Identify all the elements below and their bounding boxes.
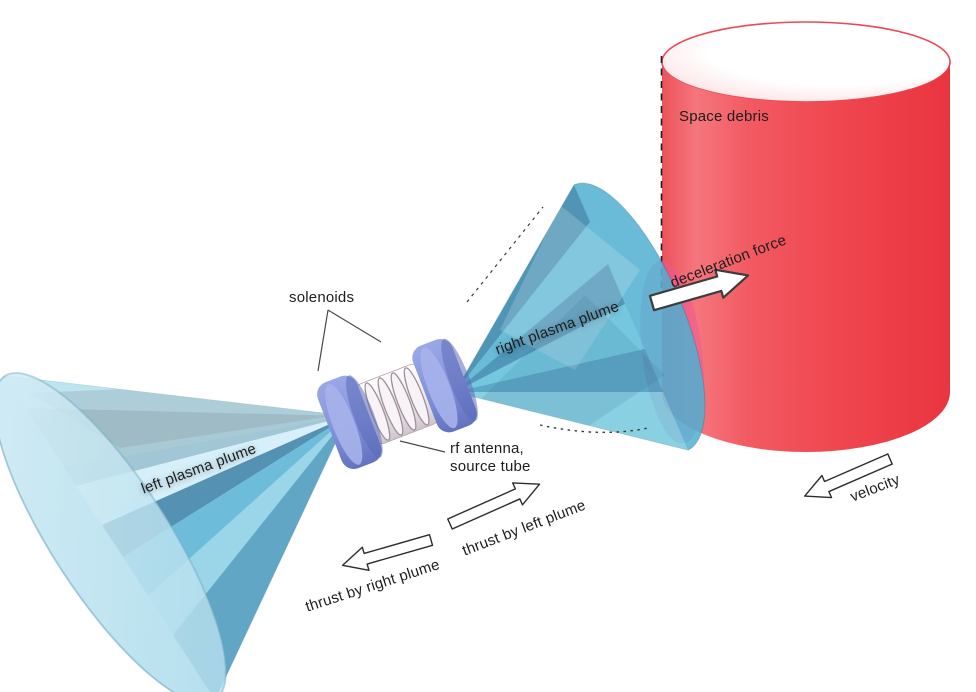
space-debris-label: Space debris bbox=[679, 108, 769, 125]
rf-antenna-label-line1: rf antenna, bbox=[450, 440, 524, 457]
solenoid-right bbox=[412, 338, 478, 433]
rf-antenna-pointer-line bbox=[399, 440, 446, 453]
velocity-arrow bbox=[804, 453, 893, 499]
cylinder-top-face bbox=[661, 21, 951, 103]
thruster-device bbox=[317, 338, 478, 469]
rf-antenna-label-line2: source tube bbox=[450, 458, 531, 475]
plume-hidden-rim-dotted bbox=[539, 424, 649, 434]
left-plume-mouth bbox=[0, 372, 227, 692]
solenoids-pointer-lines bbox=[317, 309, 382, 372]
plume-upper-edge-dashed bbox=[466, 206, 544, 303]
cylinder-body bbox=[662, 62, 950, 452]
deceleration-force-arrow bbox=[648, 268, 750, 312]
left-plasma-plume-cone bbox=[0, 372, 349, 692]
thrust-by-left-plume-arrow bbox=[447, 482, 541, 530]
solenoid-left bbox=[317, 375, 383, 469]
solenoids-label: solenoids bbox=[289, 289, 355, 306]
space-debris-cylinder bbox=[661, 21, 951, 452]
rf-antenna-label: rf antenna,source tube bbox=[450, 440, 531, 476]
right-plasma-plume-cone bbox=[454, 182, 706, 451]
thrust-by-right-plume-arrow bbox=[341, 534, 434, 571]
